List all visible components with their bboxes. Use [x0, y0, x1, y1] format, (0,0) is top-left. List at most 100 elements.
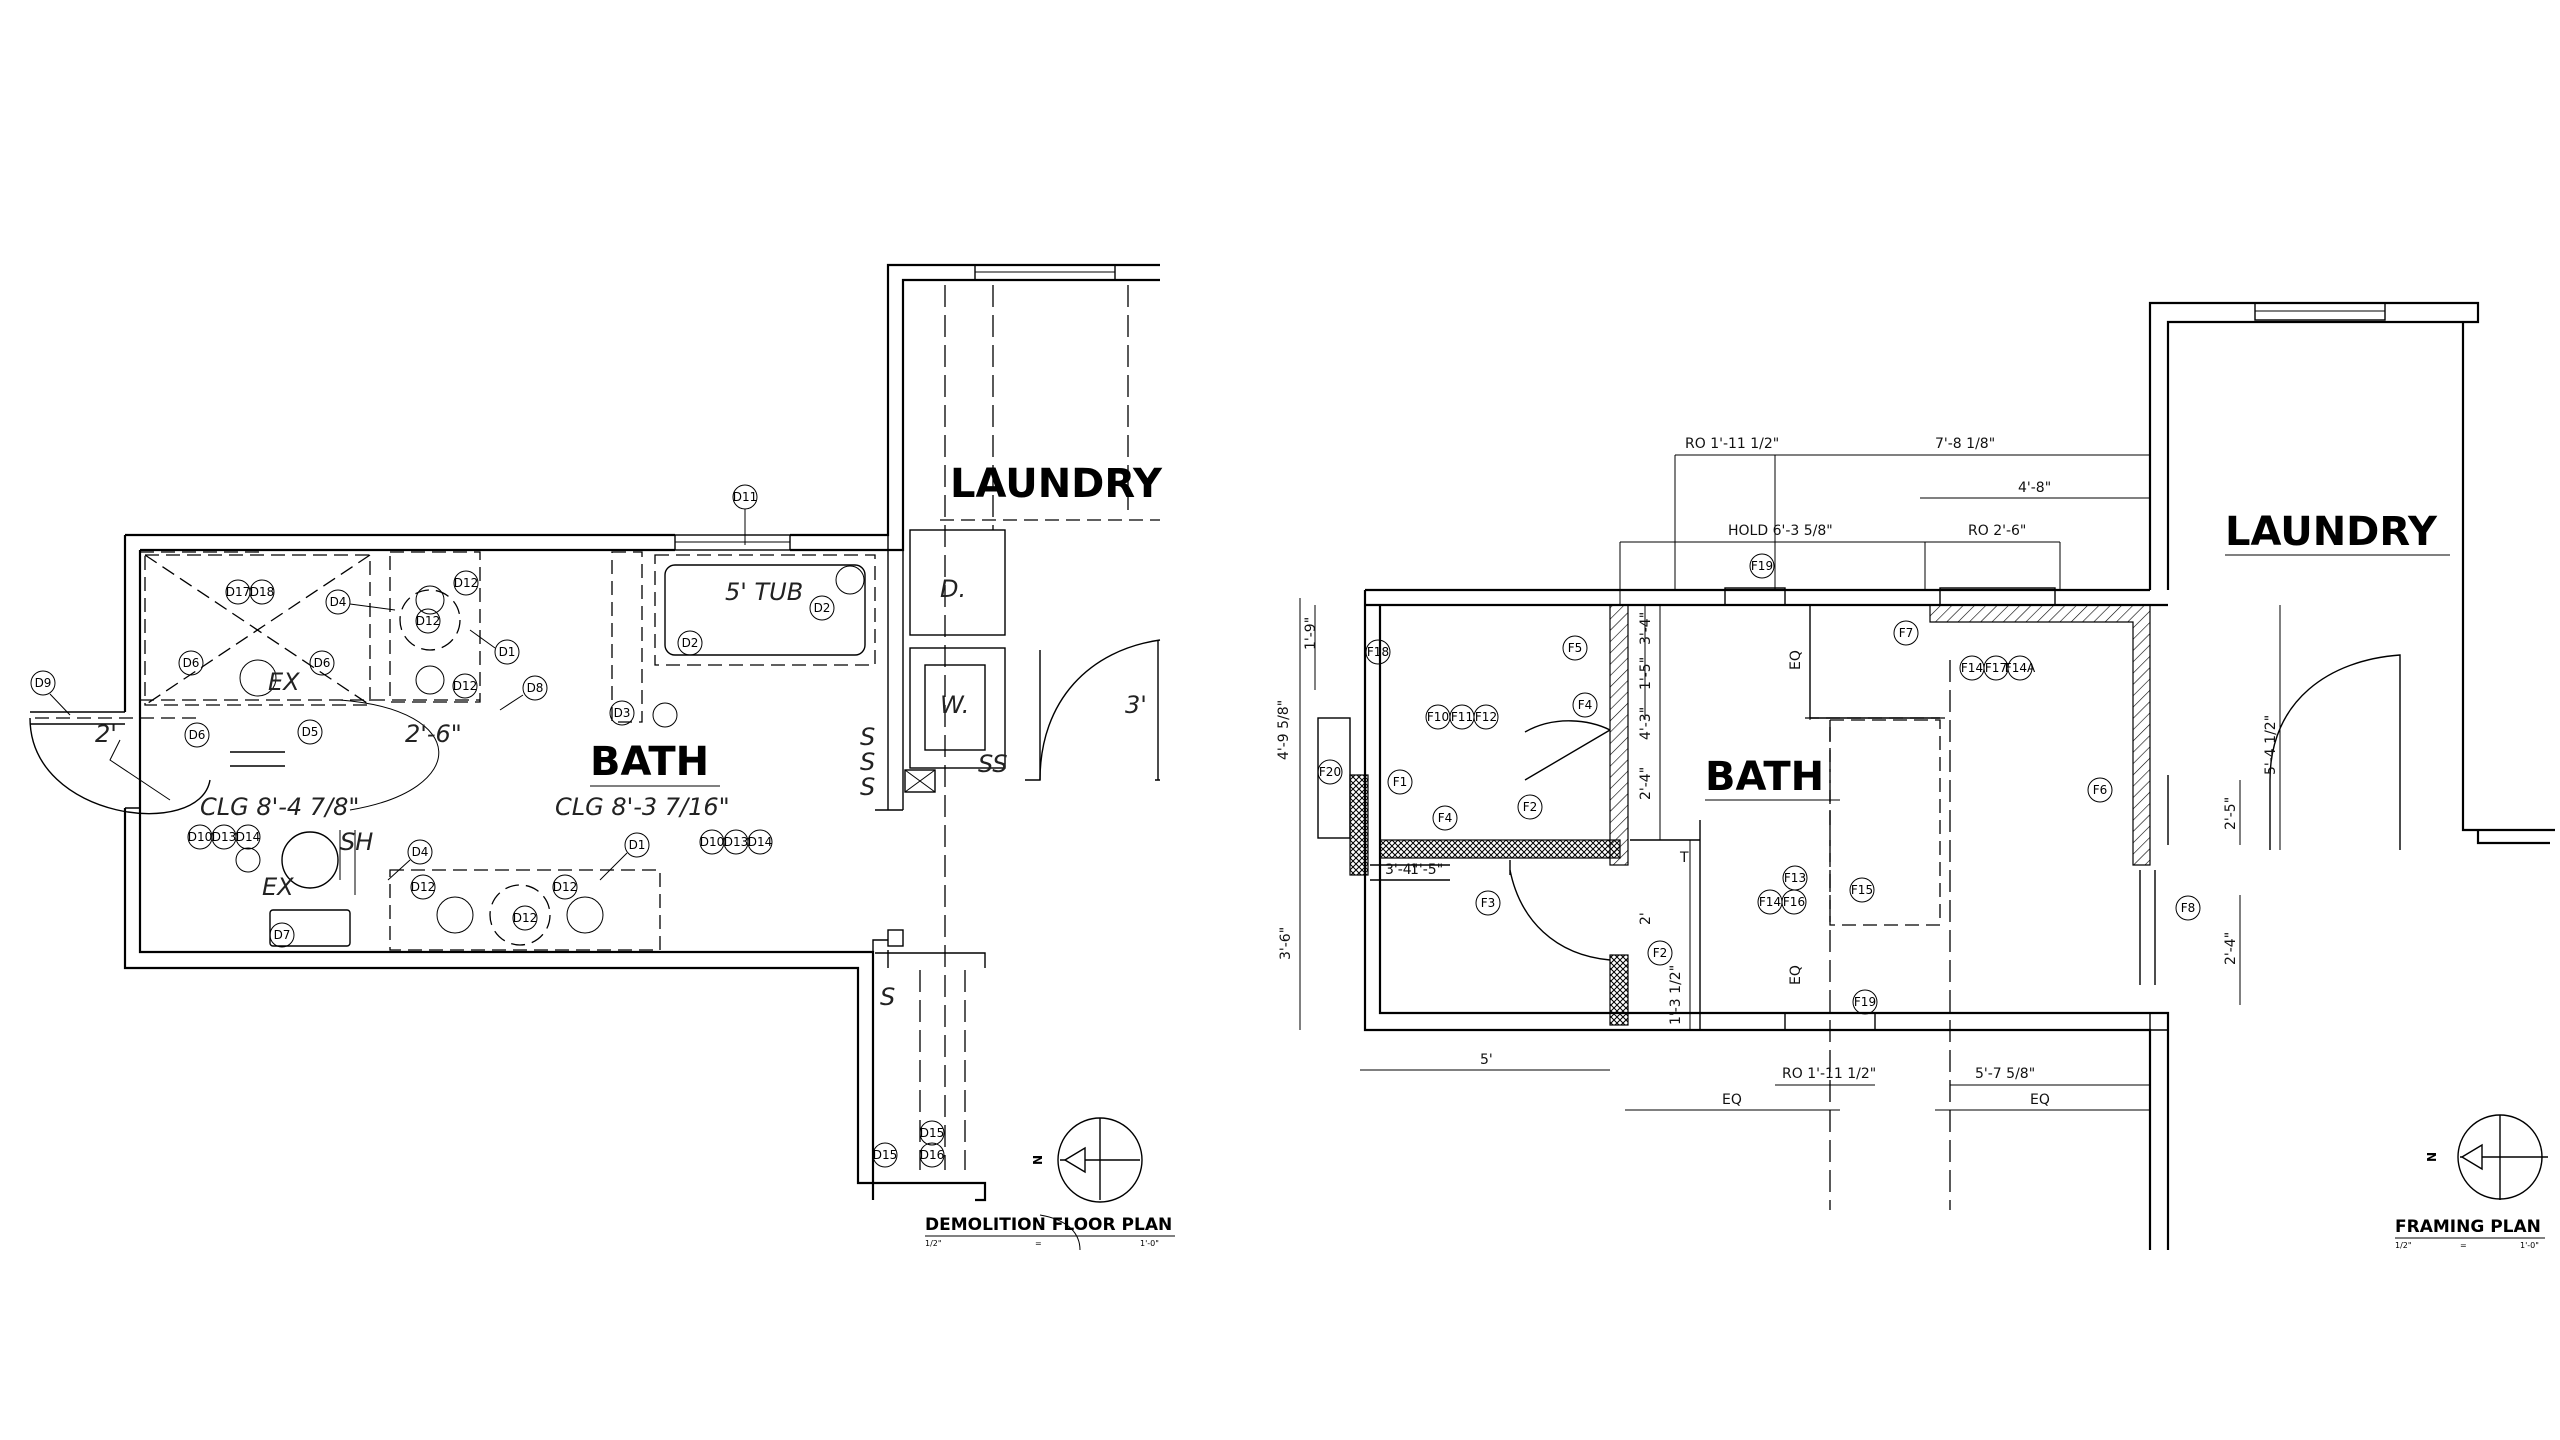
dim-7-8: 7'-8 1/8" — [1935, 436, 1995, 452]
svg-text:D2: D2 — [814, 601, 831, 615]
demo-tag-d13: D13 — [723, 829, 749, 855]
dim-2: 2' — [1638, 912, 1654, 925]
frame-tag-f2: F2 — [1647, 940, 1673, 966]
svg-text:D16: D16 — [920, 1148, 945, 1162]
demo-tag-d9: D9 — [30, 670, 71, 716]
dim-ro-top: RO 1'-11 1/2" — [1685, 436, 1779, 452]
framing-plan: LAUNDRY BATH RO 1'-11 1/2" 7'-8 1/8" 4'-… — [1276, 301, 2555, 1250]
svg-text:D4: D4 — [412, 845, 429, 859]
svg-text:D3: D3 — [614, 706, 631, 720]
tub-demo — [654, 554, 876, 666]
demo-tag-d13: D13 — [211, 824, 237, 850]
dim-eq-bottom-right: EQ — [2030, 1092, 2050, 1108]
svg-text:D12: D12 — [411, 880, 436, 894]
scale-text: 1'-0" — [2520, 1241, 2539, 1250]
svg-text:F6: F6 — [2093, 783, 2108, 797]
svg-text:D17: D17 — [226, 585, 251, 599]
dim-1-3: 1'-3 1/2" — [1668, 965, 1684, 1025]
scale-text: 1'-0" — [1140, 1239, 1159, 1248]
svg-text:D15: D15 — [920, 1126, 945, 1140]
frame-tag-f10: F10 — [1425, 704, 1451, 730]
frame-tag-f8: F8 — [2175, 895, 2201, 921]
svg-text:F14: F14 — [1759, 895, 1781, 909]
svg-text:F15: F15 — [1851, 883, 1873, 897]
s-mark: S — [880, 983, 895, 1011]
dim-t: T — [1679, 850, 1689, 866]
svg-text:D2: D2 — [682, 636, 699, 650]
frame-tag-f16: F16 — [1781, 889, 1807, 915]
scale-text: = — [1035, 1239, 1042, 1248]
svg-text:D11: D11 — [733, 490, 758, 504]
svg-text:D6: D6 — [183, 656, 200, 670]
dim-3ft: 3' — [1125, 691, 1147, 719]
svg-text:F2: F2 — [1653, 946, 1668, 960]
svg-text:D9: D9 — [35, 676, 52, 690]
exhaust-label: EX — [262, 873, 294, 901]
room-label-bath: BATH — [590, 739, 709, 785]
north-arrow: N — [1031, 1117, 1143, 1203]
svg-text:F5: F5 — [1568, 641, 1583, 655]
svg-text:D13: D13 — [212, 830, 237, 844]
frame-tag-f1: F1 — [1387, 769, 1413, 795]
svg-text:D12: D12 — [453, 679, 478, 693]
svg-text:F18: F18 — [1367, 645, 1389, 659]
room-label-laundry: LAUNDRY — [2225, 509, 2438, 555]
dim-1-5: 1'-5" — [1638, 657, 1654, 690]
svg-text:F14: F14 — [1961, 661, 1983, 675]
demo-tag-d1: D1 — [599, 832, 650, 881]
demo-tag-d6: D6 — [184, 722, 210, 748]
framing-plan-title: FRAMING PLAN — [2395, 1217, 2541, 1237]
demo-tag-d14: D14 — [747, 829, 773, 855]
s-mark: S — [860, 748, 875, 776]
demo-tag-d12: D12 — [410, 874, 436, 900]
demo-tag-d12: D12 — [452, 673, 478, 699]
ceiling-height-left: CLG 8'-4 7/8" — [200, 793, 359, 821]
svg-text:N: N — [1031, 1155, 1045, 1165]
demo-tag-d4: D4 — [325, 589, 396, 615]
svg-text:D6: D6 — [314, 656, 331, 670]
dim-1-9: 1'-9" — [1303, 617, 1319, 650]
demo-tag-d12: D12 — [552, 874, 578, 900]
svg-text:D12: D12 — [416, 614, 441, 628]
svg-text:D8: D8 — [527, 681, 544, 695]
room-label-laundry: LAUNDRY — [950, 461, 1163, 507]
demo-tag-d4: D4 — [387, 839, 433, 881]
dim-5: 5' — [1480, 1052, 1493, 1068]
dim-ro-bottom: RO 1'-11 1/2" — [1782, 1066, 1876, 1082]
demo-tag-d10: D10 — [699, 829, 725, 855]
svg-text:F11: F11 — [1451, 710, 1473, 724]
dim-2-4b: 2'-4" — [2223, 932, 2239, 965]
dryer — [909, 529, 1006, 636]
demo-tag-d8: D8 — [499, 675, 548, 711]
svg-text:F19: F19 — [1854, 995, 1876, 1009]
demo-tag-d17: D17 — [225, 579, 251, 605]
dim-2ft6: 2'-6" — [405, 720, 462, 748]
frame-tag-f14: F14 — [1959, 655, 1985, 681]
demo-exterior-wall — [123, 263, 1160, 1202]
demo-tag-d14: D14 — [235, 824, 261, 850]
dim-5-4: 5'-4 1/2" — [2263, 715, 2279, 775]
svg-text:D12: D12 — [553, 880, 578, 894]
tub-label: 5' TUB — [725, 578, 803, 606]
svg-text:D1: D1 — [629, 838, 646, 852]
dim-5-7: 5'-7 5/8" — [1975, 1066, 2035, 1082]
svg-text:D18: D18 — [250, 585, 275, 599]
demolition-floor-plan: S S S S SS LAUNDRY BATH 5' TUB CLG 8'-4 … — [29, 263, 1175, 1251]
frame-tag-f14: F14 — [1757, 889, 1783, 915]
frame-tag-f2: F2 — [1517, 794, 1543, 820]
frame-tag-f5: F5 — [1562, 635, 1588, 661]
frame-tag-f19: F19 — [1749, 553, 1775, 579]
dim-3-4-small: 3'-4" — [1385, 862, 1418, 878]
svg-text:F16: F16 — [1783, 895, 1805, 909]
svg-text:F10: F10 — [1427, 710, 1449, 724]
s-mark: S — [860, 773, 875, 801]
demo-tag-d10: D10 — [187, 824, 213, 850]
svg-text:D14: D14 — [236, 830, 261, 844]
demo-tag-d2: D2 — [809, 595, 835, 621]
frame-tag-f7: F7 — [1893, 620, 1919, 646]
svg-text:D6: D6 — [189, 728, 206, 742]
svg-text:D10: D10 — [700, 835, 725, 849]
demo-tag-d6: D6 — [309, 650, 335, 676]
demo-tag-d12: D12 — [453, 570, 479, 596]
demo-tag-d15: D15 — [919, 1120, 945, 1146]
